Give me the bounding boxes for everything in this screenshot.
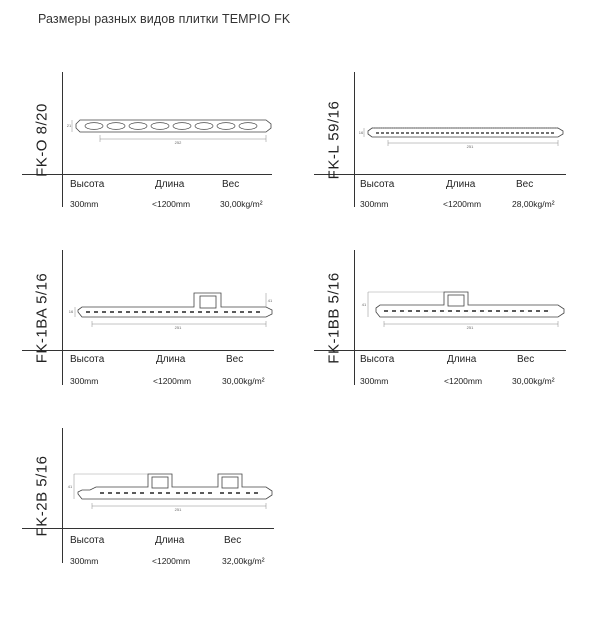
profile-drawing: 252 21 — [67, 119, 272, 145]
card-fk-1bb: FK-1BB 5/16 251 41 Высота Длина Вес 300m… — [314, 250, 574, 386]
label-weight: Вес — [226, 354, 244, 365]
card-fk-o: FK-O 8/20 252 21 Высота Длина Вес 300mm … — [22, 72, 282, 209]
svg-text:251: 251 — [467, 325, 474, 330]
svg-text:16: 16 — [359, 130, 364, 135]
value-length: <1200mm — [444, 376, 483, 386]
svg-text:252: 252 — [175, 140, 182, 145]
label-height: Высота — [70, 535, 105, 546]
card-vertical-divider — [62, 428, 63, 563]
svg-text:16: 16 — [69, 309, 74, 314]
card-fk-l: FK-L 59/16 251 16 Высота Длина Вес 300mm… — [314, 72, 574, 209]
card-horizontal-divider — [314, 350, 566, 351]
svg-text:41: 41 — [68, 484, 73, 489]
value-weight: 28,00kg/m² — [512, 199, 555, 209]
label-height: Высота — [360, 354, 395, 365]
value-weight: 30,00kg/m² — [222, 376, 265, 386]
model-name: FK-L 59/16 — [325, 100, 343, 179]
card-horizontal-divider — [22, 350, 274, 351]
card-fk-1ba: FK-1BA 5/16 251 16 41 Высота Длина Вес 3… — [22, 250, 282, 386]
label-height: Высота — [70, 179, 105, 190]
card-horizontal-divider — [22, 528, 274, 529]
label-weight: Вес — [516, 179, 534, 190]
card-vertical-divider — [62, 250, 63, 385]
label-length: Длина — [155, 179, 185, 190]
card-vertical-divider — [354, 72, 355, 207]
model-name: FK-O 8/20 — [33, 102, 51, 177]
model-name: FK-1BB 5/16 — [325, 271, 343, 364]
value-weight: 30,00kg/m² — [220, 199, 263, 209]
model-name: FK-1BA 5/16 — [33, 272, 51, 363]
profile-drawing: 251 16 — [359, 127, 564, 149]
svg-text:251: 251 — [175, 507, 182, 512]
card-fk-2b: FK-2B 5/16 251 41 Высота Длина Вес 300mm… — [22, 428, 282, 566]
label-weight: Вес — [224, 535, 242, 546]
card-horizontal-divider — [314, 174, 566, 175]
value-length: <1200mm — [152, 556, 191, 566]
profile-drawing: 251 16 41 — [69, 292, 273, 330]
value-weight: 32,00kg/m² — [222, 556, 265, 566]
profile-drawing: 251 41 — [362, 291, 565, 330]
value-height: 300mm — [360, 376, 389, 386]
value-weight: 30,00kg/m² — [512, 376, 555, 386]
label-height: Высота — [360, 179, 395, 190]
value-length: <1200mm — [153, 376, 192, 386]
label-length: Длина — [447, 354, 477, 365]
label-weight: Вес — [222, 179, 240, 190]
model-name: FK-2B 5/16 — [33, 455, 51, 536]
card-horizontal-divider — [22, 174, 272, 175]
label-length: Длина — [156, 354, 186, 365]
svg-text:251: 251 — [175, 325, 182, 330]
label-height: Высота — [70, 354, 105, 365]
label-length: Длина — [446, 179, 476, 190]
svg-text:41: 41 — [362, 302, 367, 307]
value-height: 300mm — [70, 376, 99, 386]
value-length: <1200mm — [443, 199, 482, 209]
svg-text:41: 41 — [268, 298, 273, 303]
label-length: Длина — [155, 535, 185, 546]
svg-text:251: 251 — [467, 144, 474, 149]
profile-drawing: 251 41 — [68, 473, 273, 512]
value-height: 300mm — [70, 556, 99, 566]
page-title: Размеры разных видов плитки TEMPIO FK — [38, 12, 291, 26]
value-length: <1200mm — [152, 199, 191, 209]
value-height: 300mm — [360, 199, 389, 209]
svg-text:21: 21 — [67, 123, 72, 128]
card-vertical-divider — [354, 250, 355, 385]
label-weight: Вес — [517, 354, 535, 365]
card-vertical-divider — [62, 72, 63, 207]
value-height: 300mm — [70, 199, 99, 209]
